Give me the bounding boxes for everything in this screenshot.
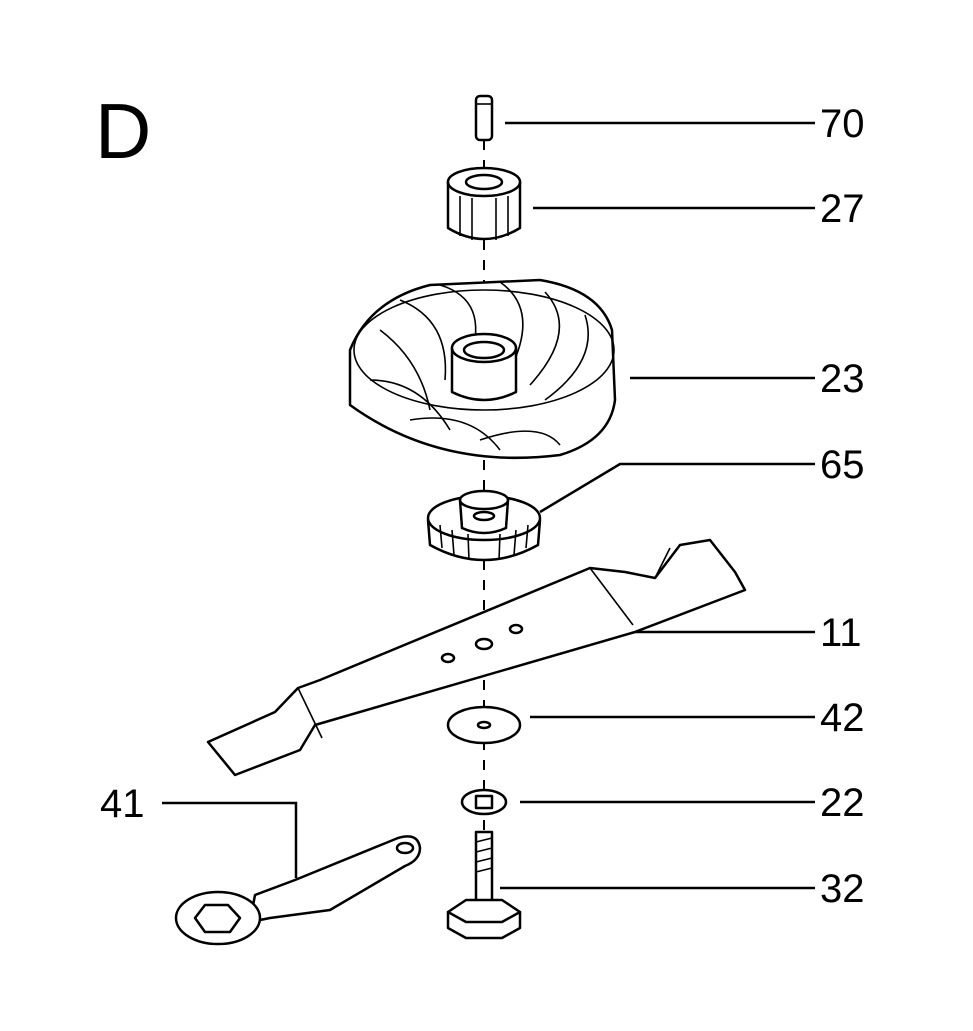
callout-number-27: 27 bbox=[820, 187, 865, 231]
lock-washer-part bbox=[460, 788, 508, 816]
callout-number-11: 11 bbox=[820, 611, 862, 655]
bolt-part bbox=[446, 830, 522, 940]
blade-holder-part bbox=[426, 489, 542, 562]
callout-number-22: 22 bbox=[820, 781, 865, 825]
section-letter: D bbox=[95, 87, 151, 175]
callout-number-23: 23 bbox=[820, 357, 865, 401]
wrench-part bbox=[174, 835, 422, 946]
hub-part bbox=[446, 166, 522, 241]
callout-number-42: 42 bbox=[820, 696, 865, 740]
leader-line-65 bbox=[539, 462, 815, 514]
callout-number-32: 32 bbox=[820, 867, 865, 911]
callout-number-70: 70 bbox=[820, 102, 865, 146]
leader-line-41 bbox=[162, 801, 298, 878]
washer-part bbox=[446, 705, 522, 745]
callout-number-41: 41 bbox=[100, 782, 145, 826]
callout-number-65: 65 bbox=[820, 443, 865, 487]
blade-part bbox=[206, 538, 747, 777]
fan-part bbox=[348, 278, 617, 460]
pin-part bbox=[474, 94, 494, 142]
